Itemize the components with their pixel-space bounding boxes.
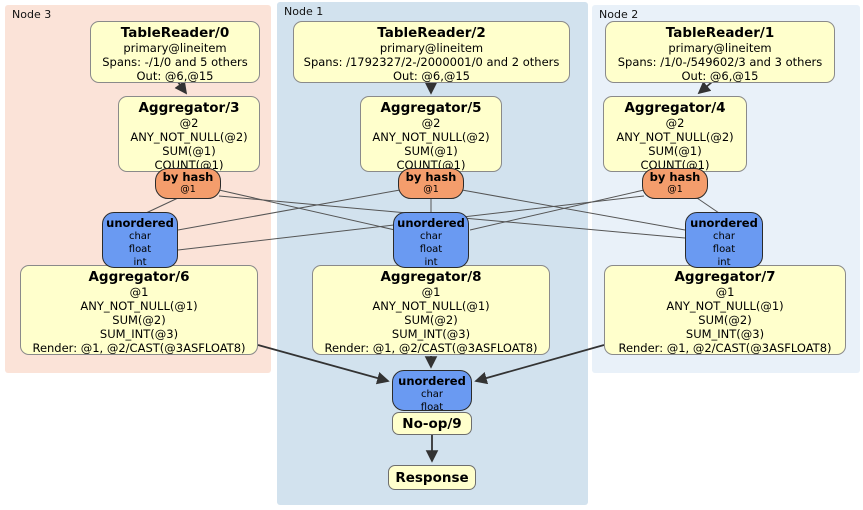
processor-detail: Spans: /1792327/2-/2000001/0 and 2 other… (303, 55, 560, 69)
sync-unordered-node1: unordered char float int (393, 212, 469, 268)
processor-title: Aggregator/5 (380, 100, 482, 116)
processor-aggregator-6: Aggregator/6 @1 ANY_NOT_NULL(@1) SUM(@2)… (20, 265, 258, 355)
processor-detail: @2 (421, 116, 441, 130)
processor-detail: SUM(@2) (112, 313, 166, 327)
processor-detail: ANY_NOT_NULL(@2) (372, 130, 490, 144)
processor-title: TableReader/2 (377, 25, 486, 41)
node-1-label: Node 1 (284, 5, 324, 18)
router-label: by hash (405, 170, 457, 184)
processor-title: TableReader/0 (120, 25, 230, 41)
processor-detail: @2 (665, 116, 685, 130)
processor-detail: ANY_NOT_NULL(@1) (666, 299, 784, 313)
processor-detail: SUM(@1) (404, 144, 458, 158)
sync-stream: int (133, 257, 147, 268)
processor-title: Response (395, 469, 469, 486)
sync-unordered-final: unordered char float (392, 370, 472, 413)
router-by-hash-node1: by hash @1 (398, 168, 464, 199)
processor-aggregator-5: Aggregator/5 @2 ANY_NOT_NULL(@2) SUM(@1)… (360, 96, 502, 172)
router-label: by hash (162, 170, 214, 184)
processor-tablereader-2: TableReader/2 primary@lineitem Spans: /1… (293, 21, 570, 83)
sync-stream: float (420, 402, 444, 413)
router-label: by hash (649, 170, 701, 184)
response-node: Response (388, 465, 476, 490)
sync-stream: int (424, 257, 438, 268)
sync-label: unordered (397, 216, 465, 230)
sync-stream: char (128, 231, 152, 242)
processor-detail: SUM_INT(@3) (99, 327, 179, 341)
processor-detail: SUM(@1) (162, 144, 216, 158)
router-detail: @1 (180, 184, 196, 195)
sync-unordered-node2: unordered char float int (685, 212, 763, 268)
processor-detail: @1 (715, 285, 735, 299)
router-by-hash-node2: by hash @1 (642, 168, 708, 199)
processor-detail: Out: @6,@15 (681, 69, 759, 83)
sync-label: unordered (690, 216, 758, 230)
node-2-label: Node 2 (599, 8, 639, 21)
processor-title: No-op/9 (402, 415, 462, 432)
processor-detail: ANY_NOT_NULL(@2) (616, 130, 734, 144)
processor-detail: @2 (179, 116, 199, 130)
processor-aggregator-4: Aggregator/4 @2 ANY_NOT_NULL(@2) SUM(@1)… (603, 96, 747, 172)
processor-detail: primary@lineitem (668, 41, 772, 55)
sync-stream: float (419, 244, 443, 255)
sync-stream: float (712, 244, 736, 255)
processor-detail: Render: @1, @2/CAST(@3ASFLOAT8) (618, 341, 832, 355)
node-3-label: Node 3 (12, 8, 52, 21)
sync-label: unordered (398, 374, 466, 388)
processor-tablereader-0: TableReader/0 primary@lineitem Spans: -/… (90, 21, 260, 83)
processor-aggregator-8: Aggregator/8 @1 ANY_NOT_NULL(@1) SUM(@2)… (312, 265, 550, 355)
sync-unordered-node3: unordered char float int (102, 212, 178, 268)
processor-detail: ANY_NOT_NULL(@2) (130, 130, 248, 144)
processor-detail: SUM_INT(@3) (391, 327, 471, 341)
processor-detail: primary@lineitem (123, 41, 227, 55)
processor-detail: SUM(@2) (404, 313, 458, 327)
processor-detail: ANY_NOT_NULL(@1) (80, 299, 198, 313)
processor-detail: @1 (129, 285, 149, 299)
processor-detail: ANY_NOT_NULL(@1) (372, 299, 490, 313)
processor-aggregator-3: Aggregator/3 @2 ANY_NOT_NULL(@2) SUM(@1)… (118, 96, 260, 172)
processor-detail: SUM_INT(@3) (685, 327, 765, 341)
router-detail: @1 (423, 184, 439, 195)
sync-stream: char (419, 231, 443, 242)
processor-detail: Render: @1, @2/CAST(@3ASFLOAT8) (32, 341, 246, 355)
sync-stream: char (712, 231, 736, 242)
processor-title: Aggregator/3 (138, 100, 240, 116)
processor-detail: SUM(@1) (648, 144, 702, 158)
sync-stream: int (717, 257, 731, 268)
sync-stream: float (128, 244, 152, 255)
processor-title: TableReader/1 (665, 25, 775, 41)
processor-detail: SUM(@2) (698, 313, 752, 327)
processor-aggregator-7: Aggregator/7 @1 ANY_NOT_NULL(@1) SUM(@2)… (604, 265, 846, 355)
sync-stream: char (420, 389, 444, 400)
processor-noop-9: No-op/9 (392, 412, 472, 435)
processor-detail: primary@lineitem (379, 41, 484, 55)
processor-title: Aggregator/8 (380, 269, 482, 285)
processor-detail: Render: @1, @2/CAST(@3ASFLOAT8) (324, 341, 538, 355)
sync-label: unordered (106, 216, 174, 230)
processor-detail: @1 (421, 285, 441, 299)
router-by-hash-node3: by hash @1 (155, 168, 221, 199)
processor-title: Aggregator/6 (88, 269, 190, 285)
processor-tablereader-1: TableReader/1 primary@lineitem Spans: /1… (605, 21, 835, 83)
processor-title: Aggregator/4 (624, 100, 726, 116)
router-detail: @1 (667, 184, 683, 195)
processor-title: Aggregator/7 (674, 269, 776, 285)
processor-detail: Spans: -/1/0 and 5 others (102, 55, 248, 69)
processor-detail: Out: @6,@15 (393, 69, 470, 83)
processor-detail: Spans: /1/0-/549602/3 and 3 others (617, 55, 823, 69)
processor-detail: Out: @6,@15 (136, 69, 214, 83)
